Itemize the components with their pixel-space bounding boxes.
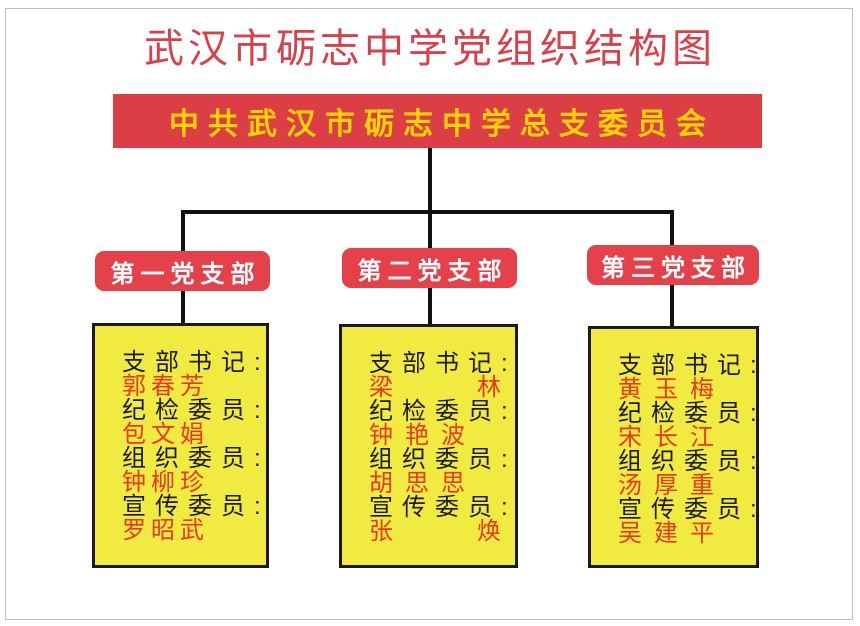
branch-2-label: 第二党支部 xyxy=(357,257,508,285)
member-name: 梁 林 xyxy=(369,374,513,401)
member-role: 组织委员: xyxy=(122,445,270,472)
branch-3-members-box: 支部书记: 黄玉梅 纪检委员: 宋长江 组织委员: 汤厚重 宣传委员: 吴建平 xyxy=(588,326,759,568)
member-role: 支部书记: xyxy=(122,349,270,376)
member-role: 纪检委员: xyxy=(618,400,766,427)
member-name: 胡思思 xyxy=(369,470,477,497)
branch-3-header: 第三党支部 xyxy=(587,245,759,285)
member-name: 宋长江 xyxy=(618,424,726,451)
member-role: 宣传委员: xyxy=(122,493,270,520)
connector-branch-1-box xyxy=(181,286,185,328)
committee-banner: 中共武汉市砺志中学总支委员会 xyxy=(113,94,762,148)
connector-drop-branch-2 xyxy=(428,212,432,256)
page-title: 武汉市砺志中学党组织结构图 xyxy=(144,26,716,71)
member-name: 张 焕 xyxy=(369,518,513,545)
member-name: 包文娟 xyxy=(122,421,209,448)
branch-3-label: 第三党支部 xyxy=(601,254,751,282)
member-role: 支部书记: xyxy=(618,352,766,379)
member-role: 宣传委员: xyxy=(369,494,517,521)
connector-drop-branch-1 xyxy=(181,212,185,256)
member-role: 组织委员: xyxy=(369,446,517,473)
branch-1-members-box: 支部书记: 郭春芳 纪检委员: 包文娟 组织委员: 钟柳珍 宣传委员: 罗昭武 xyxy=(92,323,269,568)
connector-horizontal xyxy=(181,210,674,214)
member-name: 郭春芳 xyxy=(122,373,209,400)
connector-branch-2-box xyxy=(428,284,432,328)
branch-2-members-box: 支部书记: 梁 林 纪检委员: 钟艳波 组织委员: 胡思思 宣传委员: 张 焕 xyxy=(339,324,518,568)
member-role: 组织委员: xyxy=(618,448,766,475)
connector-drop-branch-3 xyxy=(670,212,674,252)
member-role: 宣传委员: xyxy=(618,496,766,523)
branch-1-header: 第一党支部 xyxy=(95,251,270,291)
member-role: 纪检委员: xyxy=(369,398,517,425)
member-name: 汤厚重 xyxy=(618,472,726,499)
connector-stem xyxy=(428,148,432,212)
member-name: 钟艳波 xyxy=(369,422,477,449)
member-role: 支部书记: xyxy=(369,350,517,377)
member-name: 吴建平 xyxy=(618,520,726,547)
committee-banner-label: 中共武汉市砺志中学总支委员会 xyxy=(169,108,715,141)
branch-2-header: 第二党支部 xyxy=(342,248,517,288)
branch-1-label: 第一党支部 xyxy=(110,260,261,288)
member-name: 钟柳珍 xyxy=(122,469,209,496)
member-role: 纪检委员: xyxy=(122,397,270,424)
connector-branch-3-box xyxy=(670,281,674,329)
member-name: 罗昭武 xyxy=(122,517,209,544)
member-name: 黄玉梅 xyxy=(618,376,726,403)
